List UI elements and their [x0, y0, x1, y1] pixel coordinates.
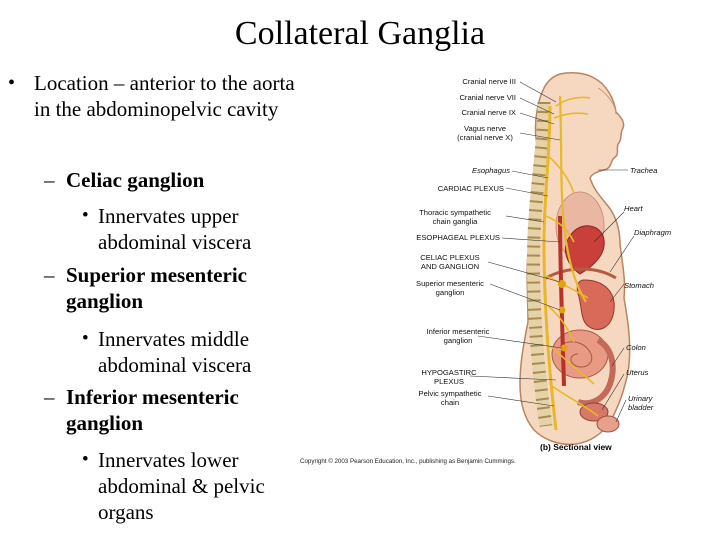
bullet-text: Inferior mesenteric ganglion: [66, 385, 239, 435]
bullet-marker: •: [8, 72, 16, 94]
label-thoracic-chain-sub: chain ganglia: [432, 217, 478, 226]
label-vagus-nerve-sub: (cranial nerve X): [457, 133, 513, 142]
label-urinary-bladder: Urinary: [628, 394, 653, 403]
label-superior-mesenteric-sub: ganglion: [435, 288, 465, 297]
label-cranial-nerve-iii: Cranial nerve III: [462, 77, 516, 86]
bullet-text: Innervates lower abdominal & pelvic orga…: [98, 448, 265, 524]
bullet-lower-organs: • Innervates lower abdominal & pelvic or…: [82, 447, 298, 525]
bullet-text: Location – anterior to the aorta in the …: [34, 71, 295, 121]
label-vagus-nerve: Vagus nerve: [463, 124, 507, 133]
bullet-text: Innervates middle abdominal viscera: [98, 327, 252, 377]
label-celiac-plexus-sub: AND GANGLION: [420, 262, 480, 271]
bullet-text: Superior mesenteric ganglion: [66, 263, 247, 313]
anatomy-illustration: [469, 72, 635, 446]
label-trachea: Trachea: [630, 166, 658, 175]
label-urinary-bladder-sub: bladder: [628, 403, 654, 412]
heart-shape: [565, 225, 605, 275]
label-pelvic-chain-sub: chain: [440, 398, 460, 407]
bladder-shape: [596, 415, 620, 433]
label-inferior-mesenteric-sub: ganglion: [443, 336, 473, 345]
aorta-shape: [558, 215, 566, 387]
anatomy-figure: Cranial nerve III Cranial nerve VII Cran…: [298, 66, 720, 470]
label-superior-mesenteric: Superior mesenteric: [416, 279, 484, 288]
dash-marker: –: [44, 385, 55, 409]
label-cranial-nerve-vii: Cranial nerve VII: [459, 93, 516, 102]
bullet-marker: •: [82, 449, 89, 470]
dash-marker: –: [44, 263, 55, 287]
sympathetic-chain: [542, 105, 558, 431]
stomach-shape: [576, 279, 615, 330]
bullet-middle-viscera: • Innervates middle abdominal viscera: [82, 326, 298, 378]
colon-shape: [577, 337, 616, 407]
bullet-text: Innervates upper abdominal viscera: [98, 204, 252, 254]
bullet-superior-mesenteric: – Superior mesenteric ganglion: [44, 262, 306, 314]
bullet-marker: •: [82, 328, 89, 349]
vagus-nerve: [558, 95, 587, 303]
label-stomach: Stomach: [624, 281, 654, 290]
label-celiac-plexus: CELIAC PLEXUS: [420, 253, 480, 262]
copyright-text: Copyright © 2003 Pearson Education, Inc.…: [300, 458, 516, 465]
label-heart: Heart: [624, 204, 643, 213]
bullet-marker: •: [82, 205, 89, 226]
label-colon: Colon: [626, 343, 646, 352]
bullet-text: Celiac ganglion: [66, 168, 205, 192]
inferior-mesenteric-dot: [560, 344, 568, 352]
spinal-column: [527, 101, 553, 427]
label-cranial-nerve-ix: Cranial nerve IX: [461, 108, 516, 117]
bullet-location: • Location – anterior to the aorta in th…: [8, 70, 304, 122]
label-thoracic-chain: Thoracic sympathetic: [419, 208, 491, 217]
bullet-upper-viscera: • Innervates upper abdominal viscera: [82, 203, 298, 255]
label-uterus: Uterus: [626, 368, 649, 377]
label-hypogastric-plexus: HYPOGASTIRC: [421, 368, 477, 377]
bullet-inferior-mesenteric: – Inferior mesenteric ganglion: [44, 384, 306, 436]
label-hypogastric-plexus-sub: PLEXUS: [434, 377, 464, 386]
dash-marker: –: [44, 168, 55, 192]
label-pelvic-chain: Pelvic sympathetic: [418, 389, 482, 398]
slide-title: Collateral Ganglia: [234, 15, 486, 52]
bullet-celiac-ganglion: – Celiac ganglion: [44, 167, 306, 193]
label-esophagus: Esophagus: [472, 166, 510, 175]
section-view-caption: (b) Sectional view: [540, 442, 612, 452]
label-cardiac-plexus: CARDIAC PLEXUS: [437, 184, 504, 193]
label-esophageal-plexus: ESOPHAGEAL PLEXUS: [416, 233, 500, 242]
label-diaphragm: Diaphragm: [634, 228, 672, 237]
celiac-ganglion-dot: [558, 280, 566, 288]
superior-mesenteric-dot: [558, 306, 566, 314]
label-inferior-mesenteric: Inferior mesenteric: [426, 327, 490, 336]
